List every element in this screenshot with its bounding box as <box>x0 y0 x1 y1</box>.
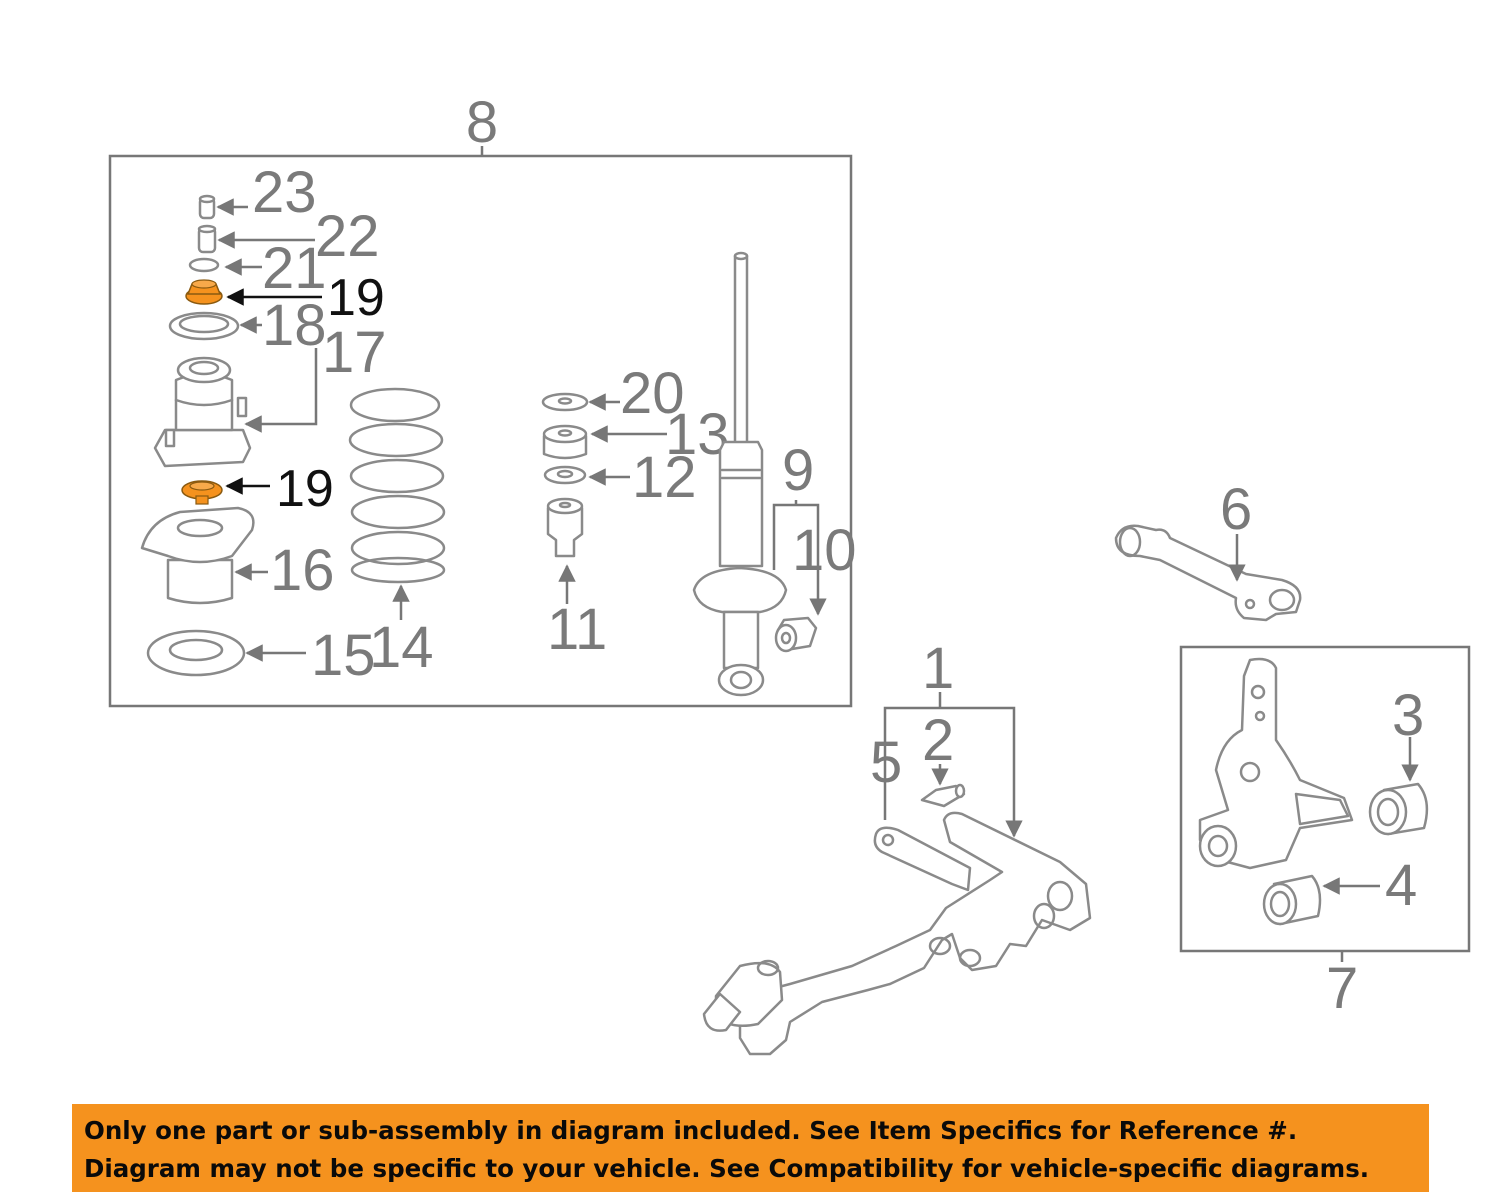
part-knuckle <box>1198 657 1354 870</box>
callout-10: 10 <box>792 518 857 583</box>
part-6-control-arm <box>1114 524 1302 622</box>
part-22-sleeve <box>197 224 217 254</box>
part-9-shock-absorber <box>692 251 788 697</box>
part-10-bushing <box>774 616 818 653</box>
part-4-bushing <box>1262 874 1322 926</box>
callout-15: 15 <box>311 623 376 688</box>
callout-1: 1 <box>922 636 954 701</box>
callout-7: 7 <box>1326 956 1358 1021</box>
callout-19-upper: 19 <box>327 269 385 327</box>
callout-12: 12 <box>632 445 697 510</box>
part-13-bushing <box>542 424 588 460</box>
part-11-bump-stop <box>546 497 584 558</box>
part-19-upper-highlighted <box>185 279 223 305</box>
callout-8: 8 <box>466 90 498 155</box>
part-3-bushing <box>1368 782 1429 836</box>
callout-2: 2 <box>922 708 954 773</box>
part-23-bushing <box>198 194 216 220</box>
callout-20: 20 <box>620 361 685 426</box>
callout-11: 11 <box>547 597 607 662</box>
callout-16: 16 <box>270 538 335 603</box>
part-20-washer <box>541 392 589 412</box>
part-1-trailing-arm-assembly <box>702 811 1092 1056</box>
callout-14: 14 <box>369 615 434 680</box>
part-15-lower-insulator <box>146 629 246 677</box>
callout-3: 3 <box>1392 683 1424 748</box>
callout-17: 17 <box>322 320 387 385</box>
part-18-ring <box>168 311 240 341</box>
callout-18: 18 <box>262 293 327 358</box>
part-12-washer <box>543 465 587 485</box>
callout-4: 4 <box>1385 853 1417 918</box>
part-21-washer <box>188 257 220 273</box>
callout-21: 21 <box>262 236 327 301</box>
part-2-bolt <box>920 783 966 808</box>
part-14-coil-spring <box>348 387 446 584</box>
part-19-lower-highlighted <box>181 480 223 505</box>
part-16-spring-seat <box>140 506 255 605</box>
disclaimer-line-2: Diagram may not be specific to your vehi… <box>84 1154 1370 1183</box>
callout-23: 23 <box>252 160 317 225</box>
callout-5: 5 <box>870 730 902 795</box>
part-17-upper-mount <box>153 356 252 468</box>
disclaimer-line-1: Only one part or sub-assembly in diagram… <box>84 1116 1298 1145</box>
disclaimer-banner: Only one part or sub-assembly in diagram… <box>72 1104 1429 1192</box>
callout-22: 22 <box>315 204 380 269</box>
callout-6: 6 <box>1220 477 1252 542</box>
assembly-box-7 <box>1179 645 1471 953</box>
assembly-box-8 <box>108 154 853 708</box>
callout-9: 9 <box>782 438 814 503</box>
callout-19-lower: 19 <box>276 460 334 518</box>
